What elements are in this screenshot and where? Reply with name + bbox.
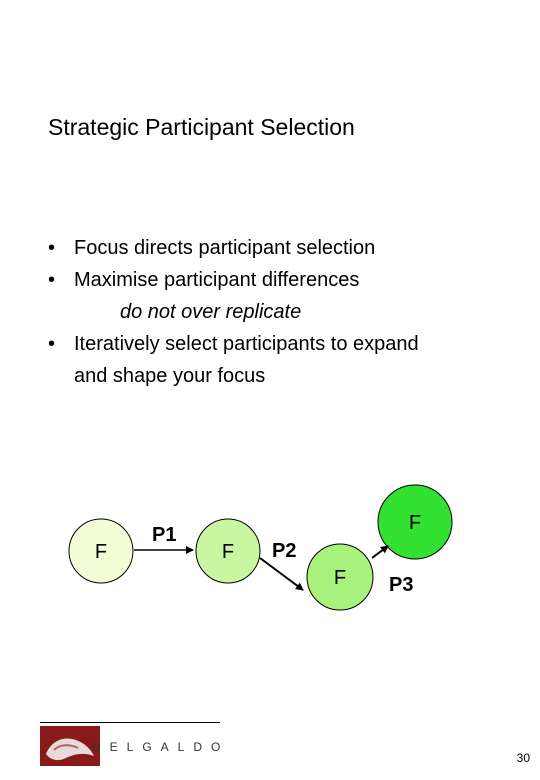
focus-node-label: F: [95, 541, 107, 563]
focus-node-label: F: [334, 567, 346, 589]
edge-label: P1: [152, 524, 176, 546]
focus-node-label: F: [222, 541, 234, 563]
edge-arrow: [259, 557, 304, 591]
bullet-text: Maximise participant differences: [74, 269, 360, 291]
bullet-continuation: and shape your focus: [74, 365, 266, 387]
edge-label: P3: [389, 574, 413, 596]
bullet-text: Focus directs participant selection: [74, 237, 376, 259]
focus-node: [195, 518, 261, 584]
slide-title: Strategic Participant Selection: [48, 114, 355, 140]
bullet-item: • Maximise participant differences: [48, 264, 518, 296]
edge-arrow: [371, 545, 389, 559]
focus-node: [377, 484, 453, 560]
bullet-item: • Focus directs participant selection: [48, 232, 518, 264]
focus-node: [68, 518, 134, 584]
bullet-item: • Iteratively select participants to exp…: [48, 328, 518, 360]
logo-text: DELGALDO: [92, 740, 230, 754]
bullet-icon: •: [48, 333, 56, 355]
edge-label: P2: [272, 540, 296, 562]
footer-divider: [40, 722, 220, 723]
focus-node-label: F: [409, 512, 421, 534]
page-number: 30: [516, 751, 530, 765]
selection-diagram: F F F F P1 P2 P3: [68, 484, 453, 611]
delgaldo-logo-icon: [40, 726, 100, 766]
bullet-icon: •: [48, 269, 56, 291]
bullet-text: Iteratively select participants to expan…: [74, 333, 419, 355]
bullet-list: • Focus directs participant selection • …: [48, 232, 518, 392]
focus-node: [306, 543, 374, 611]
bullet-sub-item: do not over replicate: [120, 301, 302, 323]
bullet-icon: •: [48, 237, 56, 259]
